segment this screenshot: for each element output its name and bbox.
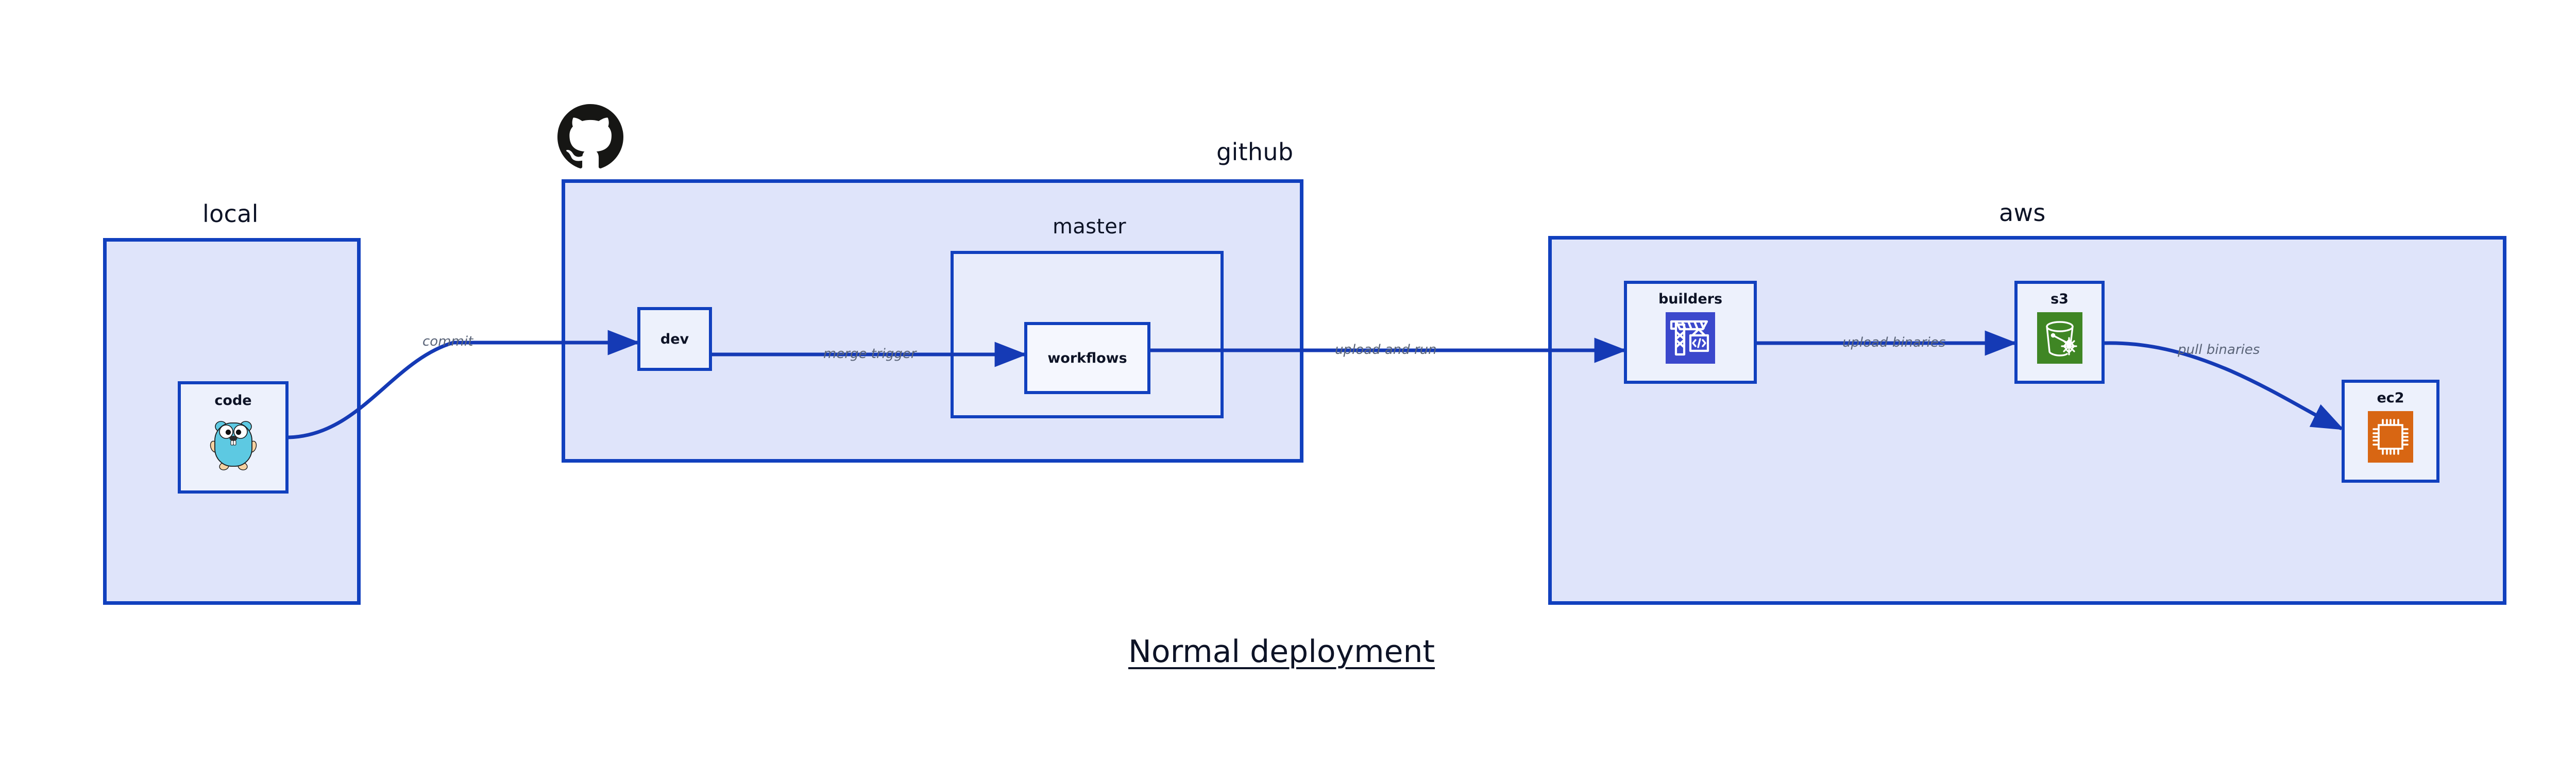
group-label-local: local xyxy=(202,200,259,228)
node-ec2[interactable]: ec2 xyxy=(2342,380,2439,483)
node-label-ec2: ec2 xyxy=(2377,390,2404,406)
node-label-s3: s3 xyxy=(2050,291,2069,307)
node-workflows[interactable]: workflows xyxy=(1024,322,1150,394)
aws-codebuild-icon xyxy=(1666,312,1715,366)
node-s3[interactable]: s3 xyxy=(2014,281,2105,384)
aws-ec2-icon xyxy=(2368,411,2413,465)
edge-label-upload-and-run: upload and run xyxy=(1335,342,1437,358)
edge-label-upload-binaries: upload binaries xyxy=(1842,335,1946,350)
node-code[interactable]: code xyxy=(178,381,289,494)
github-octocat-icon xyxy=(557,104,623,170)
node-label-builders: builders xyxy=(1658,291,1723,307)
edge-label-merge-trigger: merge trigger xyxy=(823,346,917,362)
go-gopher-icon xyxy=(207,415,260,472)
node-label-dev: dev xyxy=(660,331,689,347)
edge-label-commit: commit xyxy=(422,334,473,349)
diagram-title: Normal deployment xyxy=(1128,634,1435,670)
group-label-github: github xyxy=(1216,138,1294,166)
aws-s3-glacier-icon xyxy=(2037,312,2082,366)
edge-label-pull-binaries: pull binaries xyxy=(2178,342,2260,358)
group-label-master: master xyxy=(1053,215,1126,239)
node-builders[interactable]: builders xyxy=(1624,281,1757,384)
node-label-workflows: workflows xyxy=(1047,350,1127,366)
node-label-code: code xyxy=(214,393,252,409)
node-dev[interactable]: dev xyxy=(637,307,712,371)
group-label-aws: aws xyxy=(1999,199,2046,227)
